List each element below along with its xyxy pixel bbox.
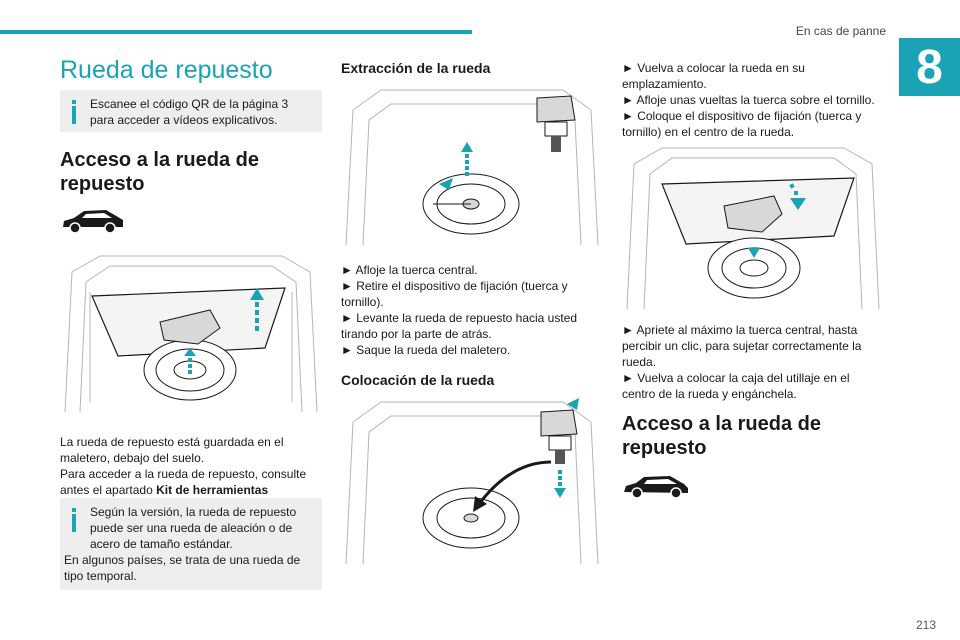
info-box-qr: Escanee el código QR de la página 3 para… (60, 90, 322, 132)
page-title: Rueda de repuesto (60, 56, 273, 84)
step: ► Afloje unas vueltas la tuerca sobre el… (622, 93, 875, 107)
info-text: Según la versión, la rueda de repuesto p… (64, 504, 312, 584)
info-line: Según la versión, la rueda de repuesto p… (90, 505, 297, 551)
wheel-placement-illustration (345, 398, 599, 565)
wheel-fixing-illustration (626, 147, 880, 310)
trunk-floor-illustration (64, 255, 318, 413)
wheel-removal-illustration (345, 89, 599, 246)
info-line: En algunos países, se trata de una rueda… (64, 553, 301, 583)
placement-steps: ► Vuelva a colocar la rueda en su emplaz… (622, 60, 884, 140)
tightening-steps: ► Apriete al máximo la tuerca central, h… (622, 322, 884, 402)
removal-steps: ► Afloje la tuerca central. ► Retire el … (341, 262, 603, 358)
section-heading: Acceso a la rueda de repuesto (622, 413, 821, 459)
paragraph: La rueda de repuesto está guardada en el… (60, 435, 284, 465)
car-icon (63, 210, 123, 234)
header-accent-bar (0, 30, 472, 34)
heading-placement: Colocación de la rueda (341, 372, 495, 388)
page-number: 213 (915, 618, 936, 632)
info-text: Escanee el código QR de la página 3 para… (90, 97, 289, 127)
heading-removal: Extracción de la rueda (341, 60, 491, 76)
step: ► Saque la rueda del maletero. (341, 343, 511, 357)
section-title: En cas de panne (795, 24, 886, 38)
step: ► Coloque el dispositivo de fijación (tu… (622, 109, 862, 139)
info-icon (72, 508, 76, 532)
step: ► Apriete al máximo la tuerca central, h… (622, 323, 862, 369)
info-box-wheel-type: Según la versión, la rueda de repuesto p… (60, 498, 322, 590)
step: ► Vuelva a colocar la rueda en su emplaz… (622, 61, 805, 91)
body-text-location: La rueda de repuesto está guardada en el… (60, 434, 322, 498)
paragraph-reference: Para acceder a la rueda de repuesto, con… (60, 466, 322, 498)
chapter-number: 8 (899, 38, 960, 96)
car-icon (624, 476, 688, 499)
step: ► Vuelva a colocar la caja del utillaje … (622, 371, 850, 401)
reference-link: Kit de herramientas (156, 483, 269, 497)
step: ► Retire el dispositivo de fijación (tue… (341, 279, 568, 309)
step: ► Levante la rueda de repuesto hacia ust… (341, 311, 578, 341)
paragraph-text: Para acceder a la rueda de repuesto, con… (60, 467, 307, 497)
step: ► Afloje la tuerca central. (341, 263, 478, 277)
info-icon (72, 100, 76, 124)
section-heading: Acceso a la rueda de repuesto (60, 149, 259, 195)
